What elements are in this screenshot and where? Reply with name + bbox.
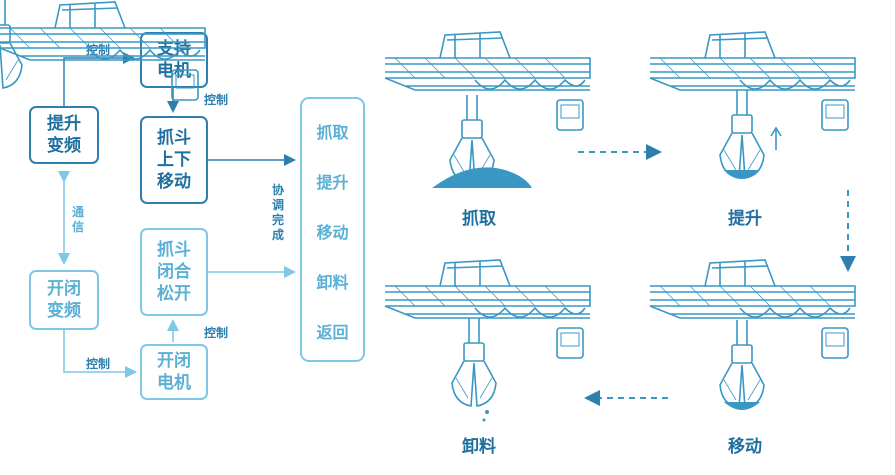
crane-grab	[384, 31, 591, 131]
load-lift	[724, 170, 760, 179]
step-return: 返回	[316, 323, 349, 342]
step-grab: 抓取	[316, 123, 349, 142]
label-communication: 通 信	[71, 205, 84, 234]
grab-bucket-unload	[451, 317, 497, 407]
caption-unload: 卸料	[462, 437, 496, 457]
grab-bucket-lifting	[719, 89, 765, 179]
crane-unload	[384, 259, 591, 359]
step-unload: 卸料	[316, 273, 349, 292]
label-control-top: 控制	[86, 43, 111, 57]
process-steps-box: 抓取 提升 移动 卸料 返回	[300, 97, 365, 362]
caption-lift: 提升	[728, 209, 762, 229]
box-grab-up-down: 抓斗 上下 移动	[140, 116, 208, 204]
box-lift-frequency: 提升 变频	[29, 106, 99, 164]
label-control-mid: 控制	[204, 93, 229, 107]
grab-bucket-moving	[719, 319, 765, 409]
step-lift: 提升	[316, 173, 349, 192]
box-grab-open-close: 抓斗 闭合 松开	[140, 228, 208, 316]
crane-lift	[649, 31, 856, 131]
caption-move: 移动	[728, 437, 762, 457]
caption-grab: 抓取	[462, 209, 496, 229]
crane-move	[649, 259, 856, 359]
step-move: 移动	[316, 223, 349, 242]
up-arrow	[770, 126, 782, 150]
connector-openclose-to-motor	[63, 330, 137, 378]
load-move	[724, 402, 760, 410]
label-coordinate-complete: 协 调 完 成	[271, 183, 284, 242]
material-pile	[432, 167, 532, 188]
label-control-lower: 控制	[204, 326, 229, 340]
box-open-close-frequency: 开闭 变频	[29, 270, 99, 330]
box-open-close-motor: 开闭 电机	[140, 344, 208, 400]
label-control-bottom: 控制	[86, 357, 111, 371]
